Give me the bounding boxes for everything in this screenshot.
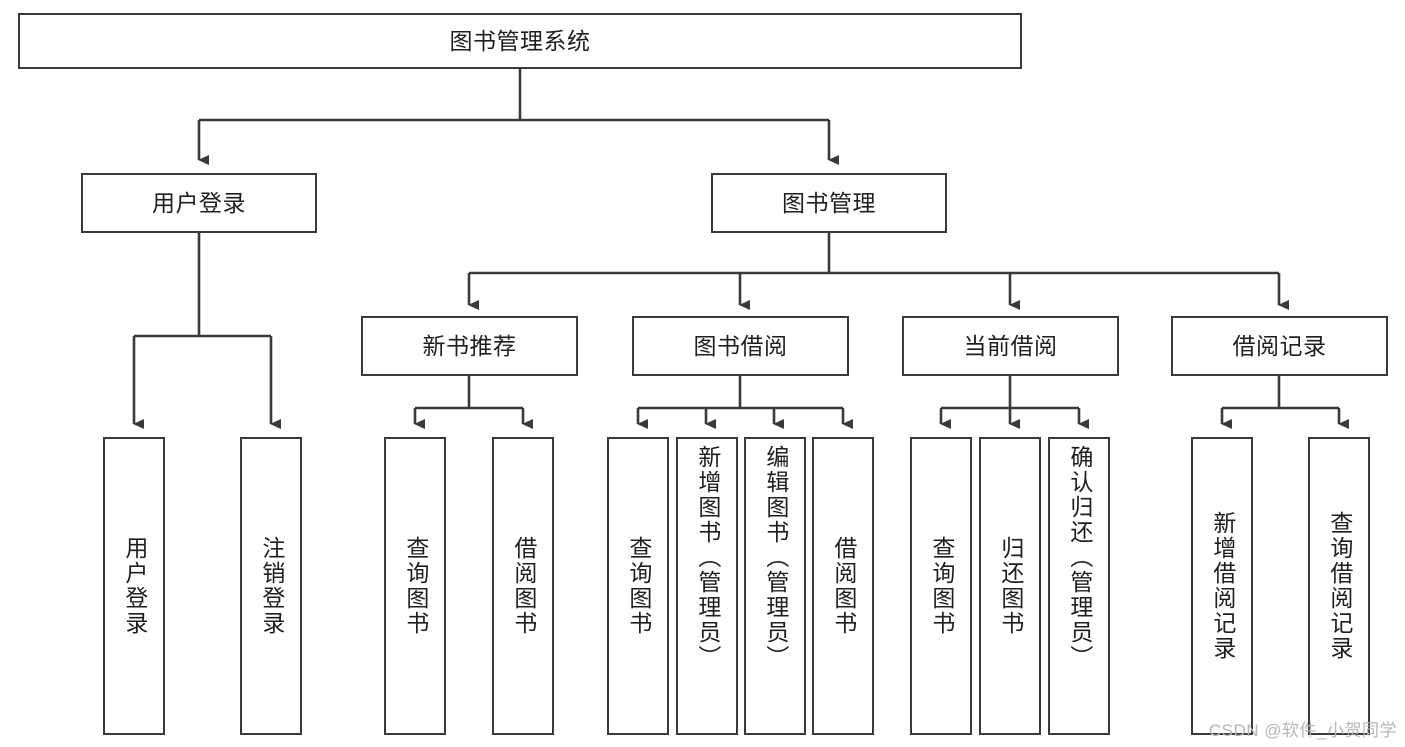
node-leaf-confirm-return[interactable]: 确认归还（管理员） (1048, 437, 1110, 735)
node-leaf-edit-book[interactable]: 编辑图书（管理员） (744, 437, 806, 735)
node-leaf-query-book-3-label: 查询图书 (928, 536, 955, 636)
node-leaf-return-book[interactable]: 归还图书 (979, 437, 1041, 735)
node-leaf-add-book-label: 新增图书（管理员） (694, 445, 721, 670)
node-borrow-record[interactable]: 借阅记录 (1171, 316, 1388, 376)
node-leaf-query-book-1-label: 查询图书 (402, 536, 429, 636)
node-leaf-borrow-book-2-label: 借阅图书 (830, 536, 857, 636)
node-leaf-logout[interactable]: 注销登录 (240, 437, 302, 735)
node-leaf-query-record[interactable]: 查询借阅记录 (1308, 437, 1370, 735)
node-leaf-logout-label: 注销登录 (258, 536, 285, 636)
node-leaf-query-book-2-label: 查询图书 (625, 536, 652, 636)
node-leaf-user-login-label: 用户登录 (121, 536, 148, 636)
node-current-borrow-label: 当前借阅 (963, 332, 1058, 359)
node-book-manage-label: 图书管理 (782, 189, 876, 216)
node-book-borrow-label: 图书借阅 (693, 332, 788, 359)
csdn-watermark: CSDN @软件_小贺同学 (1208, 721, 1397, 740)
node-new-book-rec-label: 新书推荐 (422, 332, 517, 359)
node-leaf-borrow-book-2[interactable]: 借阅图书 (812, 437, 874, 735)
node-leaf-query-record-label: 查询借阅记录 (1326, 511, 1353, 661)
node-book-borrow[interactable]: 图书借阅 (632, 316, 849, 376)
node-root[interactable]: 图书管理系统 (18, 13, 1022, 69)
node-leaf-add-record-label: 新增借阅记录 (1209, 511, 1236, 661)
node-leaf-return-book-label: 归还图书 (997, 536, 1024, 636)
node-leaf-add-record[interactable]: 新增借阅记录 (1191, 437, 1253, 735)
node-leaf-confirm-return-label: 确认归还（管理员） (1066, 445, 1093, 670)
node-leaf-borrow-book-1[interactable]: 借阅图书 (492, 437, 554, 735)
node-new-book-rec[interactable]: 新书推荐 (361, 316, 578, 376)
node-leaf-query-book-2[interactable]: 查询图书 (607, 437, 669, 735)
node-leaf-query-book-1[interactable]: 查询图书 (384, 437, 446, 735)
node-leaf-user-login[interactable]: 用户登录 (103, 437, 165, 735)
node-leaf-query-book-3[interactable]: 查询图书 (910, 437, 972, 735)
node-leaf-borrow-book-1-label: 借阅图书 (510, 536, 537, 636)
node-leaf-edit-book-label: 编辑图书（管理员） (762, 445, 789, 670)
node-user-login[interactable]: 用户登录 (81, 173, 317, 233)
node-root-label: 图书管理系统 (449, 27, 591, 54)
node-borrow-record-label: 借阅记录 (1232, 332, 1327, 359)
node-leaf-add-book[interactable]: 新增图书（管理员） (676, 437, 738, 735)
node-book-manage[interactable]: 图书管理 (711, 173, 947, 233)
node-user-login-label: 用户登录 (152, 189, 246, 216)
node-current-borrow[interactable]: 当前借阅 (902, 316, 1119, 376)
